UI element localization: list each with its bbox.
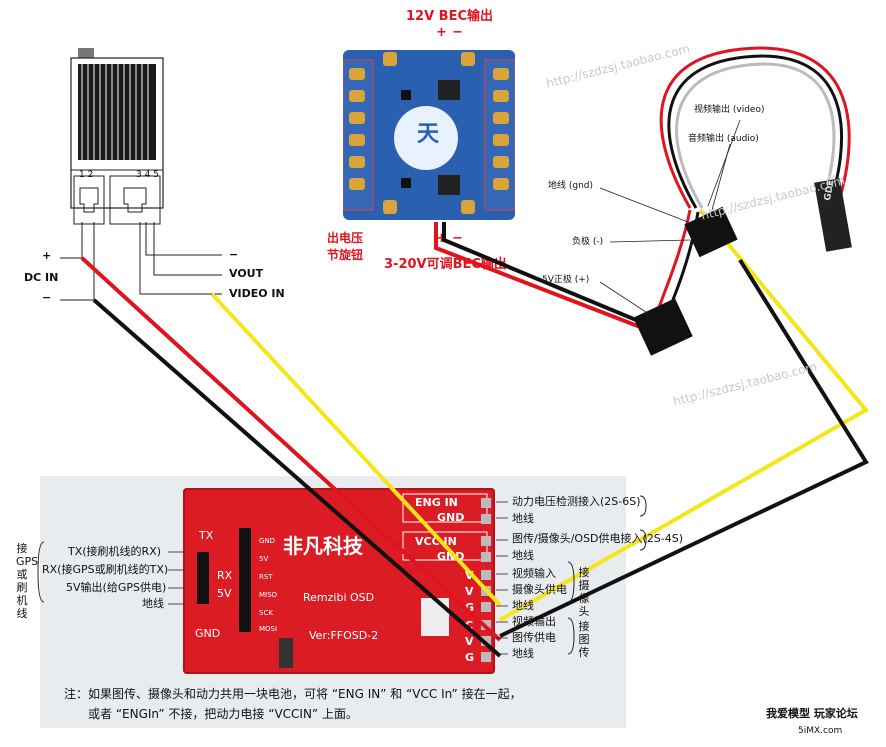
osd-pin-v-3: V (465, 635, 474, 648)
camera-module (68, 48, 166, 226)
cable-audio-out-label: 音频输出 (audio) (688, 134, 759, 144)
osd-right-item-eng-in: 动力电压检测接入(2S-6S) (512, 495, 641, 508)
bec-top-minus: − (452, 25, 463, 40)
osd-pin-g-1: G (465, 601, 475, 614)
osd-pin-lines (168, 501, 508, 655)
osd-right-item-gnd-3: 地线 (512, 599, 534, 612)
camera-module-outline (70, 48, 164, 225)
bec-logo: 天 (417, 122, 440, 147)
osd-right-item-video-in: 视频输入 (512, 567, 556, 580)
wire-black-vtx (499, 258, 869, 638)
osd-small-pin-5v: 5V (259, 555, 269, 563)
bec-bottom-plus: + (436, 231, 447, 246)
osd-board-components (197, 493, 491, 668)
footer-site: 5iMX.com (798, 726, 843, 736)
wire-black-camera (92, 298, 502, 658)
wire-yellow-camera (210, 292, 502, 607)
osd-right-item-cam-power: 摄像头供电 (512, 583, 567, 596)
osd-small-pin-miso: MISO (259, 591, 278, 599)
cable-ground-label: 地线 (gnd) (548, 181, 594, 191)
osd-left-item-gnd: 地线 (142, 597, 164, 610)
bec-left-label-1: 出电压 (327, 231, 364, 245)
power-plug (633, 298, 693, 356)
osd-chip-text: 非凡科技 (283, 534, 363, 558)
vout-minus-label: − (229, 248, 239, 261)
dc-in-label: DC IN (24, 271, 59, 284)
osd-version: Ver:FFOSD-2 (309, 629, 379, 642)
mini-usb-plug (814, 178, 852, 252)
osd-left-item-5v: 5V输出(给GPS供电) (66, 581, 167, 594)
osd-pin-g-2: G (465, 651, 475, 664)
osd-right-item-vtx-power: 图传供电 (512, 631, 556, 644)
osd-pin-tx: TX (199, 529, 214, 542)
osd-pin-gnd-1: GND (437, 511, 465, 524)
bec-bottom-minus: − (452, 231, 463, 246)
osd-small-pin-gnd: GND (259, 537, 276, 545)
osd-right-item-video-out: 视频输出 (512, 615, 556, 628)
cable-negative-label: 负极 (-) (572, 237, 604, 247)
callout-lines (599, 119, 741, 317)
osd-model: Remzibi OSD (303, 591, 375, 604)
cable-power-label: 5V正极 (+) (542, 275, 590, 285)
camera-pin-numbers-right: 3 4 5 (136, 170, 159, 180)
wire-red-camera (80, 256, 502, 642)
osd-pin-gnd: GND (195, 627, 221, 640)
osd-right-item-gnd-4: 地线 (512, 647, 534, 660)
osd-small-pin-mosi: MOSI (259, 625, 278, 633)
osd-right-item-gnd-1: 地线 (512, 512, 534, 525)
signal-plug (684, 206, 738, 258)
osd-vtx-group-label: 接图传 (578, 620, 590, 659)
osd-pin-v-2: V (465, 585, 474, 598)
osd-small-pin-rst: RST (259, 573, 273, 581)
osd-left-side-label: 接GPS或刷机线 (16, 542, 39, 620)
osd-board: TX RX 5V GND GND 5V RST MISO SCK MOSI 非凡… (183, 488, 495, 674)
osd-right-brackets (37, 495, 647, 655)
wire-red-bec (434, 222, 649, 332)
osd-pin-c: C (465, 619, 474, 632)
osd-note-line-2: 或者 “ENGIn” 不接，把动力电接 “VCCIN” 上面。 (88, 707, 358, 721)
video-in-label: VIDEO IN (229, 287, 285, 300)
osd-pin-gnd-2: GND (437, 550, 465, 563)
osd-left-item-rx: RX(接GPS或刷机线的TX) (42, 563, 169, 576)
osd-camera-group-label: 接摄像头 (578, 566, 590, 618)
dc-minus-label: − (42, 291, 52, 304)
osd-right-item-gnd-2: 地线 (512, 549, 534, 562)
bec-top-plus: + (436, 25, 447, 40)
wire-yellow-vtx (499, 208, 870, 622)
bec-bottom-label: 3-20V可调BEC输出 (384, 257, 507, 272)
osd-small-pin-sck: SCK (259, 609, 273, 617)
vout-label: VOUT (229, 267, 264, 280)
osd-pin-eng-in: ENG IN (415, 496, 458, 509)
camera-pin-numbers-left: 1 2 (79, 170, 94, 180)
cable-video-out-label: 视频输出 (video) (694, 105, 765, 115)
wire-black-bec (442, 222, 661, 332)
osd-pin-5v: 5V (217, 587, 232, 600)
camera-lead-lines (60, 222, 222, 301)
osd-left-item-tx: TX(接刷机线的RX) (68, 545, 162, 558)
dc-plus-label: + (42, 249, 52, 262)
footer-forum-name: 我爱模型 玩家论坛 (766, 707, 858, 720)
bec-top-title: 12V BEC输出 (406, 9, 494, 24)
bec-board-components (343, 52, 515, 214)
osd-right-item-vcc-in: 图传/摄像头/OSD供电接入(2S-4S) (512, 532, 684, 545)
osd-pin-v-1: V (465, 569, 474, 582)
bec-board: 天 (343, 50, 515, 220)
osd-pin-rx: RX (217, 569, 233, 582)
osd-note-line-1: 注：如果图传、摄像头和动力共用一块电池，可将 “ENG IN” 和 “VCC I… (64, 687, 522, 701)
osd-pin-vcc-in: VCC IN (415, 535, 457, 548)
bec-left-label-2: 节旋钮 (327, 248, 364, 262)
